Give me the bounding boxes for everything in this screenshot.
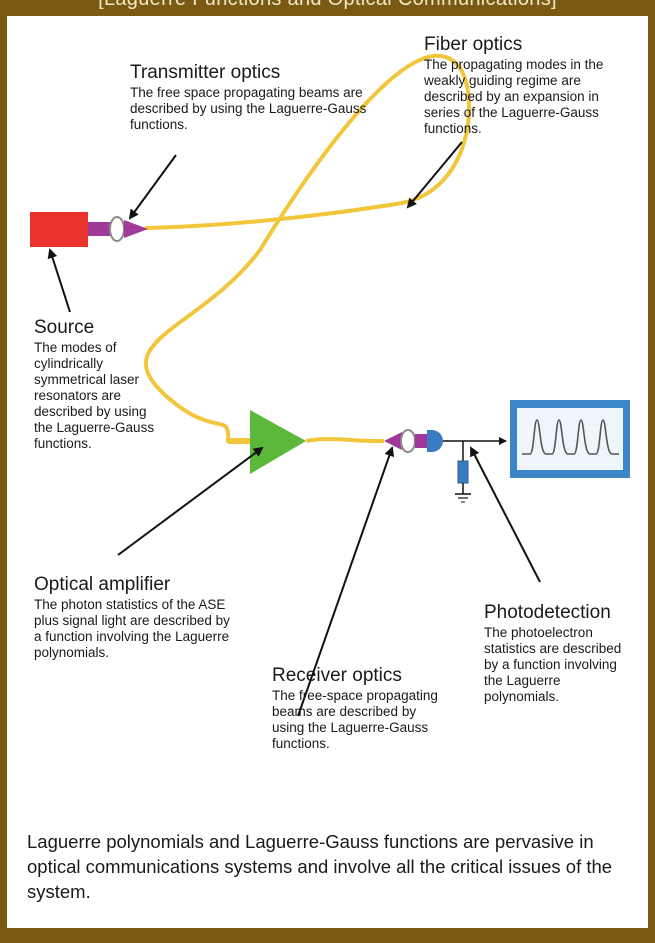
receiver-optics-heading: Receiver optics [272,665,402,686]
fiber-optics-desc: The propagating modes in the weakly guid… [424,57,604,136]
transmitter-beam [124,220,148,238]
transmitter-optics-desc: The free space propagating beams are des… [130,85,367,132]
receiver-optics-desc: The free-space propagating beams are des… [272,688,438,751]
header-title: [Laguerre Functions and Optical Communic… [0,0,655,11]
header-bar: [Laguerre Functions and Optical Communic… [0,0,655,16]
fiber-optic-cable [143,53,472,443]
receiver-optics-label: Receiver optics The free-space propagati… [272,665,447,752]
optical-amplifier-desc: The photon statistics of the ASE plus si… [34,597,230,660]
photodetection-desc: The photoelectron statistics are describ… [484,625,622,704]
source-label: Source The modes of cylindrically symmet… [34,317,159,452]
laser-source [30,212,88,247]
source-heading: Source [34,317,95,338]
fiber-optics-heading: Fiber optics [424,34,523,55]
receiver-pointer [297,446,395,717]
transmitter-lens [109,216,125,242]
transmitter-pointer [128,154,177,220]
fiber-optics-label: Fiber optics The propagating modes in th… [424,34,634,137]
footer-bar [0,928,655,943]
source-desc: The modes of cylindrically symmetrical l… [34,340,155,451]
photodetection-heading: Photodetection [484,602,611,623]
photodetector [427,430,443,452]
summary-caption: Laguerre polynomials and Laguerre-Gauss … [27,831,613,902]
receiver-beam [384,432,402,450]
fiber-amp-to-receiver [305,437,385,444]
optical-amplifier [250,410,306,474]
source-pointer [47,248,71,313]
optical-amplifier-heading: Optical amplifier [34,574,171,595]
amplifier-input [228,438,250,444]
receiver-lens [400,429,416,453]
pulse-waveform [522,419,619,455]
transmitter-optics-label: Transmitter optics The free space propag… [130,62,405,133]
optical-amplifier-label: Optical amplifier The photon statistics … [34,574,239,661]
oscilloscope-screen [517,408,623,470]
source-connector [88,222,110,236]
amplifier-pointer [117,446,264,556]
photodetection-pointer [470,446,541,583]
transmitter-optics-heading: Transmitter optics [130,62,281,83]
fiber-pointer [406,141,463,209]
photodetection-label: Photodetection The photoelectron statist… [484,602,636,705]
load-resistor [457,460,469,484]
receiver-connector [415,434,427,448]
